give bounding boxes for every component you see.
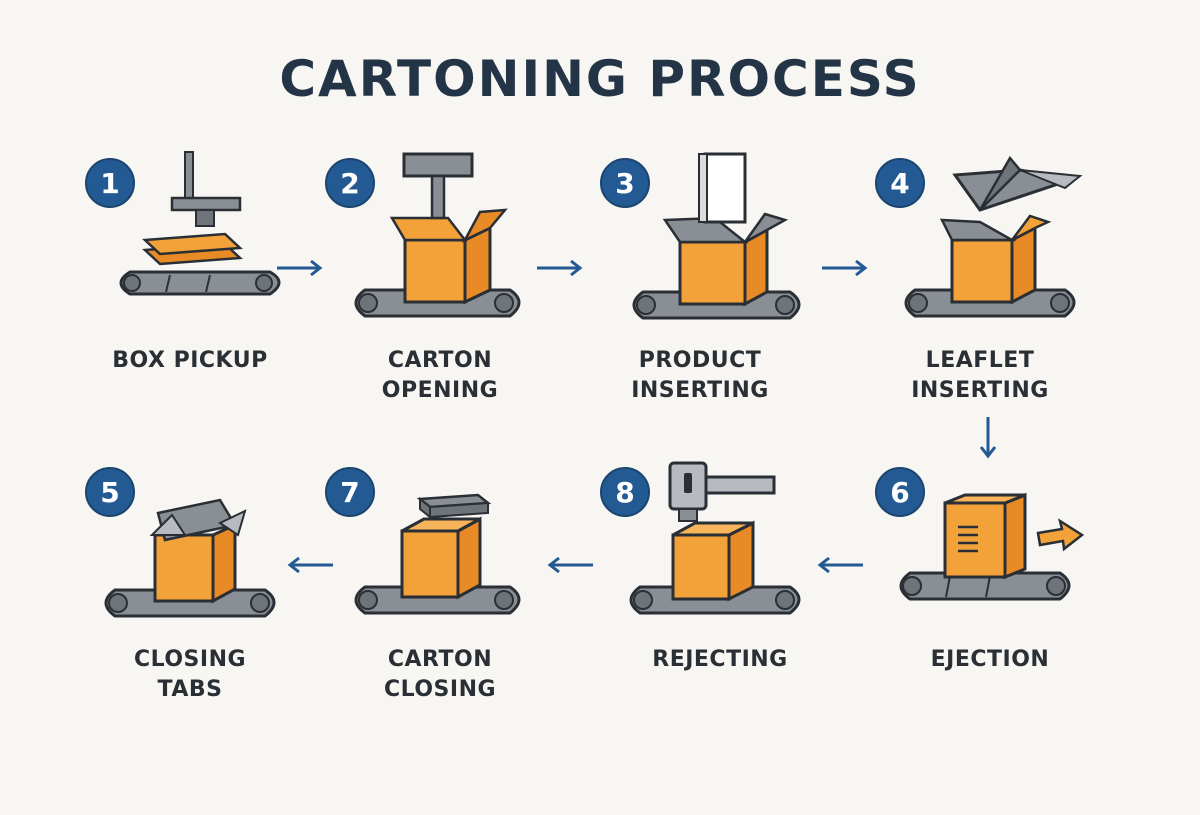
carton-closing-icon [354,493,521,615]
closing-tabs-icon [104,498,276,618]
ejection-icon [899,492,1085,601]
arrow-right-icon [537,259,583,277]
step-number-badge: 7 [325,467,375,517]
step-box-pickup: 1 BOX PICKUP [60,140,360,500]
conveyor-icon [354,585,521,615]
conveyor-icon [104,588,276,618]
diagram-title: CARTONING PROCESS [279,50,921,108]
step-number-badge: 1 [85,158,135,208]
box-pickup-icon [119,151,281,296]
arrow-down-icon [979,417,997,459]
step-number-badge: 5 [85,467,135,517]
rejecting-icon [629,461,801,615]
arrow-right-icon [822,259,868,277]
carton-opening-icon [354,152,521,318]
leaflet-inserting-icon [904,155,1083,318]
product-inserting-icon [632,152,801,320]
arrow-left-icon [287,556,333,574]
step-number-badge: 6 [875,467,925,517]
step-rejecting: 8 REJECTING [595,455,895,815]
step-number-badge: 2 [325,158,375,208]
step-number-badge: 4 [875,158,925,208]
arrow-right-icon [277,259,323,277]
step-number-badge: 8 [600,467,650,517]
step-number-badge: 3 [600,158,650,208]
arrow-left-icon [817,556,863,574]
step-label: BOX PICKUP [112,348,268,373]
arrow-left-icon [547,556,593,574]
conveyor-icon [899,571,1071,601]
step-ejection: 6 EJECTION [870,455,1170,815]
step-label: EJECTION [930,647,1050,672]
step-label: REJECTING [652,647,788,672]
conveyor-icon [119,270,281,296]
